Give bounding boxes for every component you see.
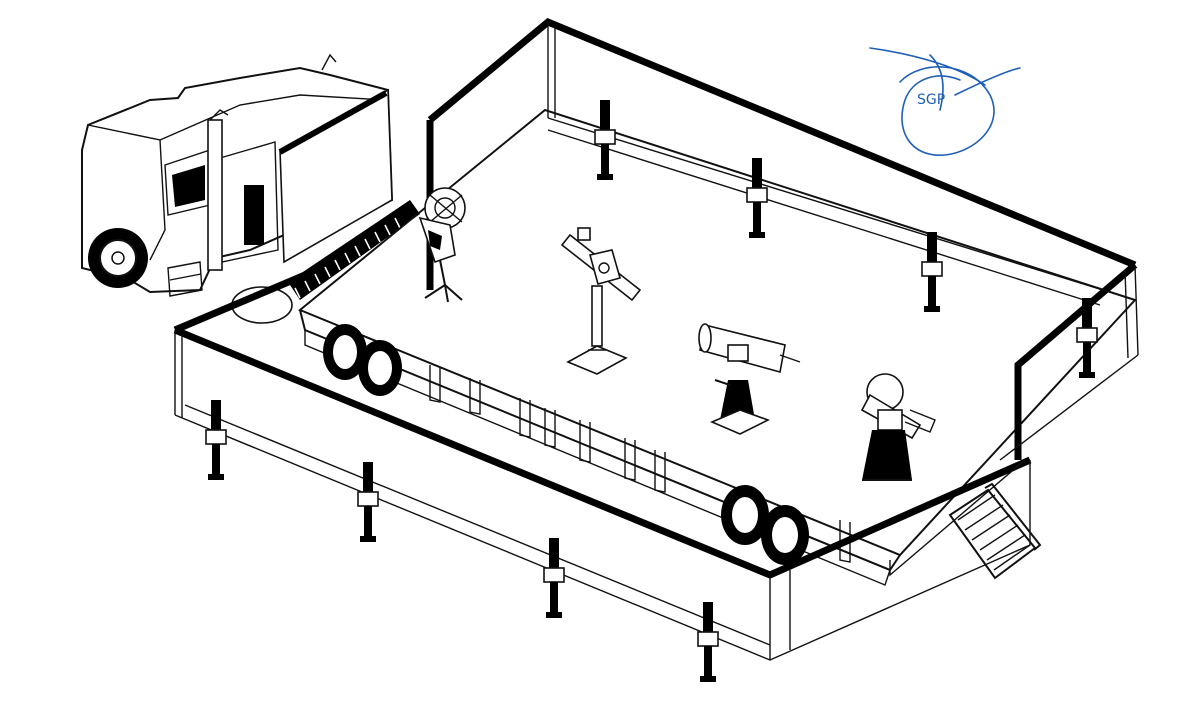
leveling-jack-icon: [697, 602, 719, 682]
signature-icon: SGP: [869, 47, 1021, 156]
leveling-jack-icon: [594, 100, 616, 180]
coupling-cylinder-icon: [288, 200, 420, 300]
leveling-jacks: [205, 100, 1098, 682]
leveling-jack-icon: [543, 538, 565, 618]
leveling-jack-icon: [205, 400, 227, 480]
telescope-icon: [698, 323, 801, 435]
rear-wheels-icon: [323, 324, 809, 565]
signature-initials: SGP: [917, 92, 945, 108]
leveling-jack-icon: [1076, 298, 1098, 378]
leveling-jack-icon: [357, 462, 379, 542]
wall-enclosure: [173, 17, 1139, 661]
stairs-icon: [948, 482, 1042, 580]
leveling-jack-icon: [921, 232, 943, 312]
telescope-icon: [860, 373, 936, 481]
semi-truck-cab-icon: [81, 53, 394, 324]
telescope-icon: [560, 227, 642, 375]
telescope-icon: [418, 187, 466, 303]
leveling-jack-icon: [746, 158, 768, 238]
flatbed-trailer-icon: [298, 108, 1137, 586]
